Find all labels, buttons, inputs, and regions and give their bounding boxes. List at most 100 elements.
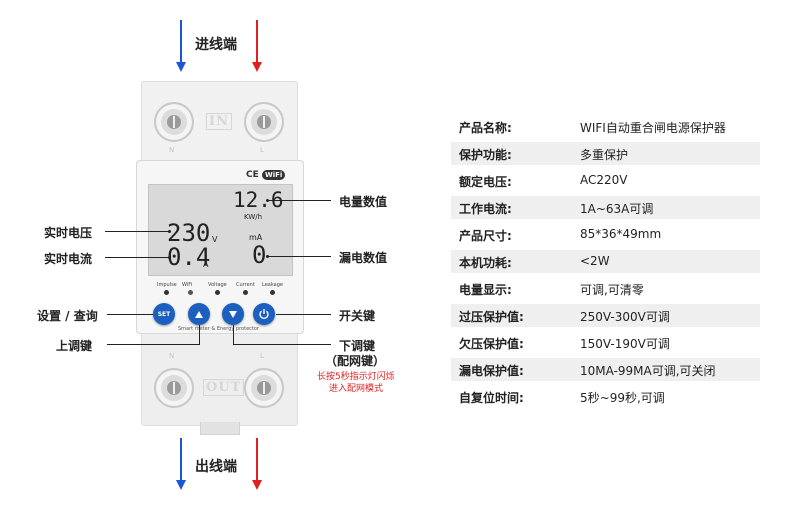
voltage-unit: V (212, 235, 218, 244)
spec-key: 工作电流: (459, 202, 512, 216)
leakage-unit: mA (249, 233, 263, 242)
spec-row: 本机功耗: <2W (451, 250, 760, 273)
current-value: 0.4 (167, 243, 211, 271)
callout-down-key: 下调键 (339, 339, 376, 353)
spec-value: 10MA-99MA可调,可关闭 (580, 364, 716, 378)
indicator-voltage-label: Voltage (208, 282, 227, 288)
screw-terminal-icon (154, 102, 194, 142)
spec-value: 5秒~99秒,可调 (580, 391, 665, 405)
wifi-badge: WiFi (262, 170, 286, 180)
l-label: L (260, 352, 264, 360)
triangle-down-icon (229, 310, 237, 318)
incoming-terminal-label: 进线端 (195, 37, 237, 53)
energy-unit: KW/h (244, 213, 263, 221)
indicator-led (243, 290, 248, 295)
leakage-value: 0 (252, 241, 267, 269)
leader-dot (266, 199, 269, 202)
callout-real-voltage: 实时电压 (44, 226, 93, 240)
down-button[interactable] (222, 303, 244, 325)
spec-value: 1A~63A可调 (580, 202, 654, 216)
set-button-label: SET (157, 310, 171, 318)
spec-row: 欠压保护值: 150V-190V可调 (451, 331, 760, 354)
blue-down-arrow-icon (176, 438, 186, 490)
set-button[interactable]: SET (153, 303, 175, 325)
energy-value: 12.6 (233, 188, 284, 212)
screw-terminal-icon (244, 368, 284, 408)
spec-row: 产品名称: WIFI自动重合闸电源保护器 (451, 115, 760, 138)
indicator-led (188, 290, 193, 295)
outgoing-arrows (176, 438, 262, 490)
spec-key: 自复位时间: (459, 391, 524, 405)
out-plate: OUT (203, 379, 245, 396)
incoming-arrows (176, 20, 262, 72)
indicator-wifi-label: WiFi (182, 282, 193, 288)
red-down-arrow-icon (252, 438, 262, 490)
n-label: N (169, 352, 175, 360)
spec-key: 漏电保护值: (459, 364, 524, 378)
spec-value: WIFI自动重合闸电源保护器 (580, 121, 726, 135)
indicator-impulse-label: Impulse (157, 282, 177, 288)
spec-key: 保护功能: (459, 148, 512, 162)
callout-pair-key: （配网键） (325, 354, 386, 368)
spec-key: 欠压保护值: (459, 337, 524, 351)
callout-leakage-value: 漏电数值 (339, 251, 388, 265)
leader-dot (266, 255, 269, 258)
spec-value: 多重保护 (580, 148, 629, 162)
leader-line (107, 314, 153, 315)
spec-key: 产品尺寸: (459, 229, 512, 243)
spec-key: 额定电压: (459, 175, 512, 189)
spec-value: 85*36*49mm (580, 227, 662, 241)
spec-key: 产品名称: (459, 121, 512, 135)
panel-caption: Smart meter & Energy protector (178, 326, 259, 332)
leader-line (199, 325, 200, 345)
callout-real-current: 实时电流 (44, 252, 93, 266)
spec-key: 过压保护值: (459, 310, 524, 324)
triangle-up-icon (195, 310, 203, 318)
spec-value: <2W (580, 254, 610, 268)
pairing-hint-line2: 进入配网模式 (329, 384, 384, 394)
leader-line (276, 314, 331, 315)
current-unit: A (203, 260, 209, 269)
leader-line (233, 325, 234, 345)
leader-line (268, 256, 331, 257)
spec-row: 自复位时间: 5秒~99秒,可调 (451, 385, 760, 408)
indicator-led (215, 290, 220, 295)
voltage-value: 230 (167, 219, 211, 247)
callout-power-key: 开关键 (339, 309, 376, 323)
screw-terminal-icon (154, 368, 194, 408)
leader-line (105, 231, 169, 232)
spec-row: 产品尺寸: 85*36*49mm (451, 223, 760, 246)
leader-dot (168, 230, 171, 233)
spec-row: 额定电压: AC220V (451, 169, 760, 192)
callout-up-key: 上调键 (56, 339, 93, 353)
spec-value: 250V-300V可调 (580, 310, 670, 324)
pairing-hint-line1: 长按5秒指示灯闪烁 (317, 372, 395, 382)
indicator-led (164, 290, 169, 295)
leader-dot (168, 256, 171, 259)
callout-setting-query: 设置 / 查询 (37, 309, 98, 323)
spec-value: 可调,可清零 (580, 283, 644, 297)
screw-terminal-icon (244, 102, 284, 142)
power-icon (259, 309, 269, 320)
up-button[interactable] (188, 303, 210, 325)
indicator-current-label: Current (236, 282, 255, 288)
indicator-led (270, 290, 275, 295)
n-label: N (169, 146, 175, 154)
spec-row: 过压保护值: 250V-300V可调 (451, 304, 760, 327)
spec-row: 漏电保护值: 10MA-99MA可调,可关闭 (451, 358, 760, 381)
din-clip (200, 422, 240, 435)
spec-row: 电量显示: 可调,可清零 (451, 277, 760, 300)
outgoing-terminal-label: 出线端 (195, 459, 237, 475)
in-plate: IN (206, 113, 232, 130)
callout-energy-value: 电量数值 (339, 195, 388, 209)
spec-value: 150V-190V可调 (580, 337, 670, 351)
l-label: L (260, 146, 264, 154)
leader-line (107, 344, 199, 345)
red-down-arrow-icon (252, 20, 262, 72)
spec-value: AC220V (580, 173, 628, 187)
indicator-leakage-label: Leakage (262, 282, 283, 288)
spec-key: 本机功耗: (459, 256, 512, 270)
spec-key: 电量显示: (459, 283, 512, 297)
leader-line (105, 257, 169, 258)
power-button[interactable] (253, 303, 275, 325)
